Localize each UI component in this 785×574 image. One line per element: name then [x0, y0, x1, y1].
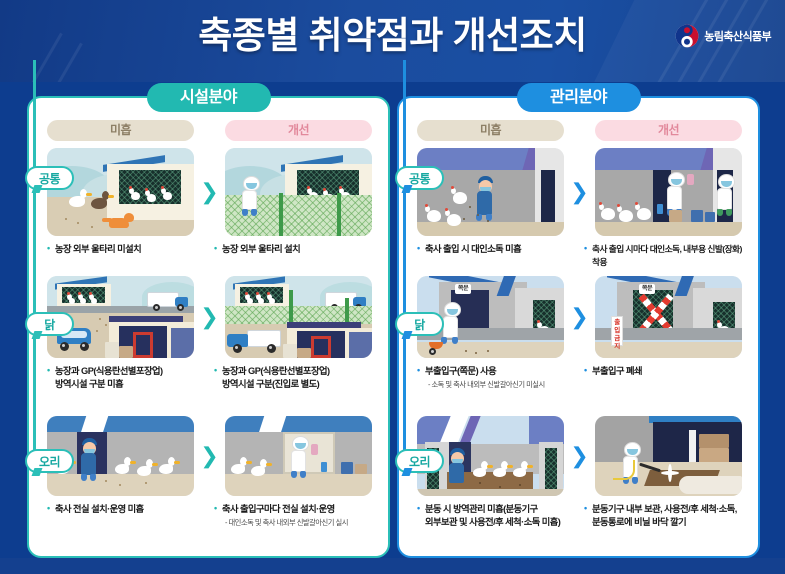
arrow-management-common: ❯ — [570, 179, 589, 204]
illustration-good-anteroom — [225, 416, 372, 496]
arrow-management-chicken: ❯ — [570, 304, 589, 329]
row-illustrations: 쪽문 — [417, 276, 742, 358]
row-captions: 농장 외부 울타리 미설치 농장 외부 울타리 설치 — [47, 242, 372, 256]
caption-good-sub: - 대인소독 및 축사 내외부 신발갈아신기 실시 — [225, 517, 348, 527]
caption-bad: 축사 전실 설치·운영 미흡 — [47, 502, 205, 528]
row-management-common: ❯ — [417, 148, 742, 268]
category-badge-facility-duck: 오리 — [25, 449, 74, 473]
arrow-facility-duck: ❯ — [200, 443, 219, 468]
caption-bad: 부출입구(쪽문) 사용 - 소독 및 축사 내외부 신발갈아신기 미실시 — [417, 364, 575, 390]
illustration-good-disinfection — [595, 148, 742, 236]
caption-bad: 축사 출입 시 대인소독 미흡 — [417, 242, 575, 268]
column-header-bad: 미흡 — [47, 120, 194, 141]
column-header-bad: 미흡 — [417, 120, 564, 141]
caption-bad-sub: - 소독 및 축사 내외부 신발갈아신기 미실시 — [428, 379, 545, 389]
category-badge-management-duck: 오리 — [395, 449, 444, 473]
arrow-management-duck: ❯ — [570, 443, 589, 468]
illustration-good-equipment-washed — [595, 416, 742, 496]
no-entry-sign: 출입금지 — [611, 316, 623, 350]
caption-good: 농장 외부 울타리 설치 — [214, 242, 372, 256]
category-badge-management-chicken: 닭 — [395, 312, 444, 336]
row-captions: 농장과 GP(식용란선별포장업) 방역시설 구분 미흡 농장과 GP(식용란선별… — [47, 364, 372, 390]
caption-good: 부출입구 폐쇄 — [584, 364, 742, 390]
illustration-bad-gp-not-separated — [47, 276, 194, 358]
illustration-bad-equipment-outside — [417, 416, 564, 496]
caption-good: 분동기구 내부 보관, 사용전/후 세척·소독, 분동통로에 비닐 바닥 깔기 — [584, 502, 742, 528]
caption-bad-text: 부출입구(쪽문) 사용 — [425, 366, 497, 376]
row-facility-duck: ❯ — [47, 416, 372, 552]
illustration-good-gp-separated — [225, 276, 372, 358]
column-header-good: 개선 — [595, 120, 742, 141]
column-header-good: 개선 — [225, 120, 372, 141]
caption-good-text: 축사 출입구마다 전실 설치·운영 — [222, 504, 335, 514]
illustration-bad-no-disinfection — [417, 148, 564, 236]
row-captions: 분동 시 방역관리 미흡(분동기구 외부보관 및 사용전/후 세척·소독 미흡)… — [417, 502, 742, 528]
category-badge-facility-common: 공통 — [25, 166, 74, 190]
row-facility-common: ❯ — [47, 148, 372, 268]
illustration-good-farm-with-fence — [225, 148, 372, 236]
rail-facility — [33, 60, 36, 460]
row-illustrations: ❯ — [47, 276, 372, 358]
arrow-facility-chicken: ❯ — [200, 304, 219, 329]
category-badge-management-common: 공통 — [395, 166, 444, 190]
row-management-duck: ❯ — [417, 416, 742, 552]
row-illustrations: ❯ — [417, 416, 742, 496]
ministry-name: 농림축산식품부 — [704, 31, 771, 43]
caption-bad: 농장 외부 울타리 미설치 — [47, 242, 205, 256]
taeguk-icon — [675, 24, 699, 48]
panel-title-management: 관리분야 — [516, 83, 641, 112]
illustration-bad-no-anteroom — [47, 416, 194, 496]
row-captions: 축사 전실 설치·운영 미흡 축사 출입구마다 전실 설치·운영 - 대인소독 … — [47, 502, 372, 528]
caption-good: 축사 출입구마다 전실 설치·운영 - 대인소독 및 축사 내외부 신발갈아신기… — [214, 502, 372, 528]
side-door-label-bad: 쪽문 — [455, 284, 472, 294]
rail-management — [403, 60, 406, 460]
panel-management: 관리분야 미흡 개선 — [397, 83, 760, 558]
ministry-logo: 농림축산식품부 — [675, 24, 772, 48]
row-illustrations: ❯ — [47, 416, 372, 496]
illustration-bad-farm-no-fence — [47, 148, 194, 236]
panel-facility: 시설분야 미흡 개선 — [27, 83, 390, 558]
caption-good: 농장과 GP(식용란선별포장업) 방역시설 구분(진입로 별도) — [214, 364, 372, 390]
arrow-facility-common: ❯ — [200, 179, 219, 204]
row-captions: 부출입구(쪽문) 사용 - 소독 및 축사 내외부 신발갈아신기 미실시 부출입… — [417, 364, 742, 390]
panel-title-facility: 시설분야 — [146, 83, 271, 112]
row-illustrations: ❯ — [417, 148, 742, 236]
column-headers-management: 미흡 개선 — [417, 120, 742, 141]
category-badge-facility-chicken: 닭 — [25, 312, 74, 336]
row-captions: 축사 출입 시 대인소독 미흡 축사 출입 시마다 대인소독, 내부용 신발(장… — [417, 242, 742, 268]
caption-bad-text: 축사 전실 설치·운영 미흡 — [55, 504, 144, 514]
caption-bad: 농장과 GP(식용란선별포장업) 방역시설 구분 미흡 — [47, 364, 205, 390]
page-title: 축종별 취약점과 개선조치 — [198, 15, 587, 56]
caption-good: 축사 출입 시마다 대인소독, 내부용 신발(장화) 착용 — [584, 242, 742, 268]
caption-bad: 분동 시 방역관리 미흡(분동기구 외부보관 및 사용전/후 세척·소독 미흡) — [417, 502, 575, 528]
footer-bar — [0, 558, 785, 574]
page-header: 축종별 취약점과 개선조치 농림축산식품부 — [0, 0, 785, 82]
row-management-chicken: 쪽문 — [417, 276, 742, 406]
column-headers-facility: 미흡 개선 — [47, 120, 372, 141]
side-door-label-good: 쪽문 — [639, 284, 656, 294]
row-illustrations: ❯ — [47, 148, 372, 236]
illustration-good-side-door-closed: 쪽문 출입금지 — [595, 276, 742, 358]
row-facility-chicken: ❯ — [47, 276, 372, 406]
